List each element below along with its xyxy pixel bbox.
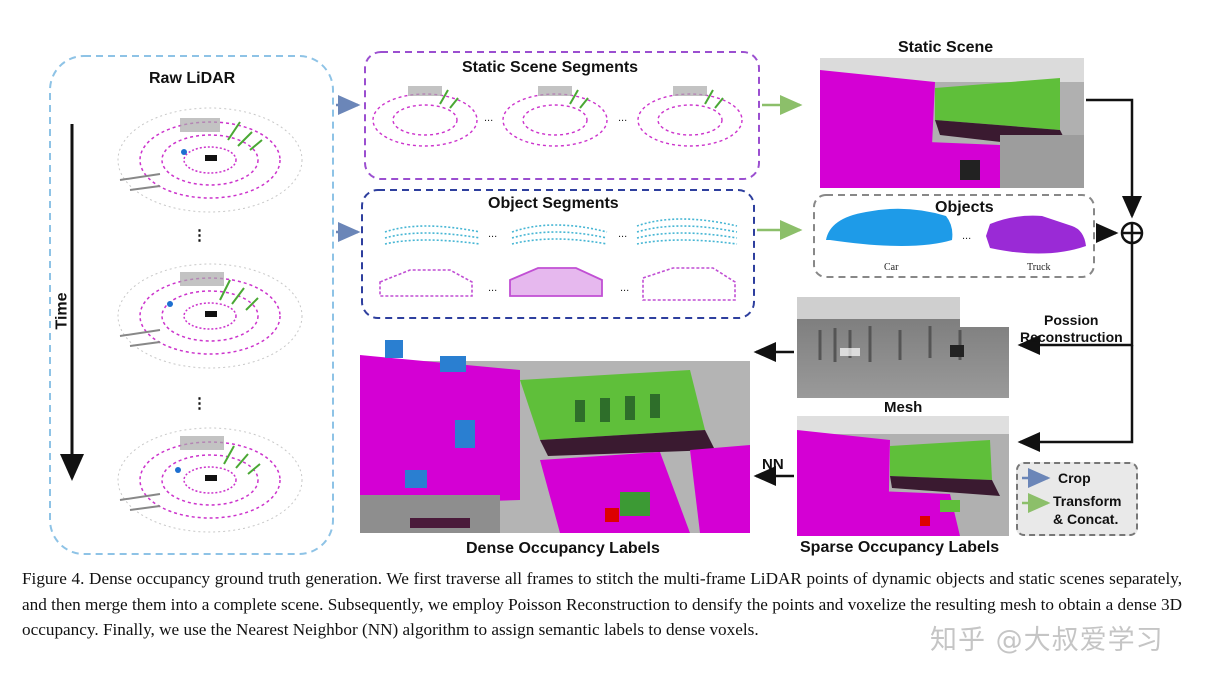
reconstruction-label-line2: Reconstruction (1020, 329, 1123, 345)
object-segments-panel (361, 189, 755, 319)
static-segments-ellipsis-2: ... (618, 112, 628, 124)
merge-to-sparse-line (1017, 345, 1134, 452)
sparse-labels-title: Sparse Occupancy Labels (800, 539, 1000, 556)
legend-transform-label-line2: & Concat. (1053, 511, 1119, 527)
time-label: Time (53, 292, 71, 330)
object-segments-ellipsis-4: ... (620, 282, 630, 294)
raw-lidar-ellipsis-2: ⋮ (192, 395, 207, 412)
dense-labels-title: Dense Occupancy Labels (466, 540, 660, 557)
dense-occupancy-image (360, 333, 750, 533)
objects-ellipsis: ... (962, 230, 972, 242)
car-label: Car (884, 262, 899, 273)
figure-caption: Figure 4. Dense occupancy ground truth g… (22, 569, 1182, 639)
truck-label: Truck (1027, 262, 1051, 273)
static-segment-scans (372, 86, 743, 147)
raw-lidar-scan-1 (117, 107, 303, 213)
raw-lidar-scan-3 (117, 427, 303, 533)
legend-crop-label: Crop (1058, 470, 1091, 486)
objects-title: Objects (935, 199, 994, 216)
static-segments-panel (364, 51, 760, 180)
raw-lidar-panel (49, 55, 334, 555)
object-segment-scans (379, 218, 738, 301)
mesh-image (797, 297, 1009, 398)
static-scene-image (820, 58, 1084, 188)
mesh-title: Mesh (884, 399, 923, 416)
object-segments-title: Object Segments (488, 195, 619, 212)
legend-transform-label-line1: Transform (1053, 493, 1122, 509)
object-segments-ellipsis-1: ... (488, 228, 498, 240)
objects-panel (813, 194, 1095, 278)
raw-lidar-title: Raw LiDAR (149, 70, 236, 87)
reconstruction-label-line1: Possion (1044, 312, 1099, 328)
car-object (826, 208, 953, 246)
static-to-merge-line (1086, 98, 1142, 219)
object-segments-ellipsis-3: ... (488, 282, 498, 294)
static-segments-ellipsis-1: ... (484, 112, 494, 124)
raw-lidar-ellipsis-1: ⋮ (192, 227, 207, 244)
truck-object (986, 215, 1086, 254)
watermark: 知乎 @大叔爱学习 (930, 625, 1164, 656)
static-scene-title: Static Scene (898, 39, 994, 56)
static-segments-title: Static Scene Segments (462, 59, 639, 76)
raw-lidar-scan-2 (117, 263, 303, 369)
sparse-occupancy-image (797, 416, 1009, 536)
nn-label: NN (762, 456, 784, 473)
object-segments-ellipsis-2: ... (618, 228, 628, 240)
